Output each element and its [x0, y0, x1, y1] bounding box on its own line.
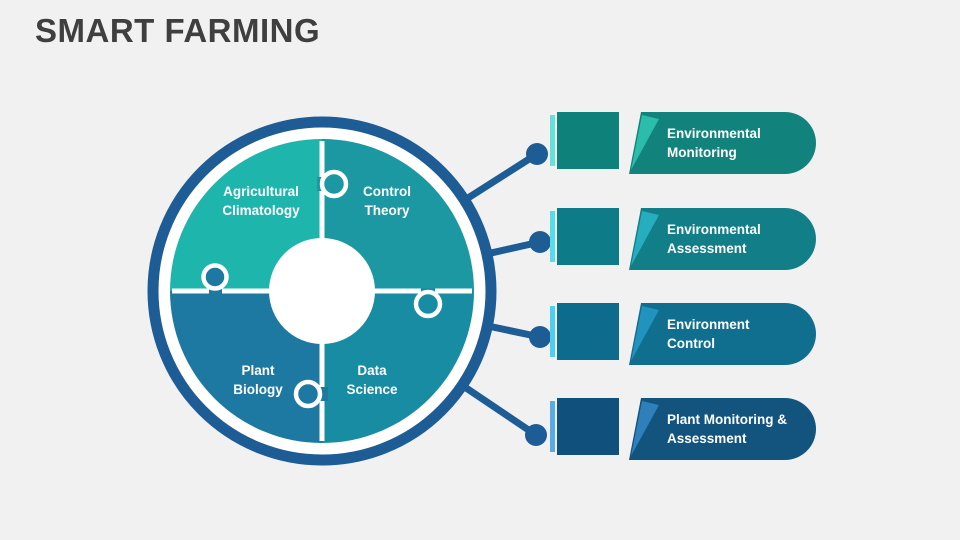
connector-dot	[529, 231, 551, 253]
puzzle-piece-agricultural-climatology[interactable]	[170, 139, 322, 291]
puzzle-piece-control-theory[interactable]	[322, 139, 474, 291]
banner-fold-accent	[631, 115, 659, 170]
banner-environment-control[interactable]	[550, 303, 816, 365]
banner-fold-accent	[631, 401, 659, 456]
banner-body	[629, 208, 816, 270]
center-hole	[269, 238, 375, 344]
banner-environmental-monitoring[interactable]	[550, 112, 816, 174]
connector-dot	[525, 424, 547, 446]
quadrant-label-agricultural-climatology[interactable]: Agricultural Climatology	[222, 184, 300, 218]
banner-label-environmental-assessment[interactable]: Environmental Assessment	[667, 222, 761, 256]
puzzle-knob-top	[317, 169, 349, 199]
slide-title[interactable]: SMART FARMING	[35, 12, 321, 49]
puzzle-knob-bottom	[293, 379, 328, 409]
banner-stripe	[550, 211, 555, 262]
banner-block	[557, 208, 619, 265]
banner-label-plant-monitoring-assessment[interactable]: Plant Monitoring & Assessment	[667, 412, 787, 446]
puzzle-knob-left	[201, 263, 229, 295]
puzzle-knob-right	[413, 288, 443, 319]
puzzle-piece-data-science[interactable]	[322, 291, 474, 443]
quadrant-label-control-theory[interactable]: Control Theory	[363, 184, 411, 218]
banner-block	[557, 398, 619, 455]
banner-fold-accent	[631, 211, 659, 266]
banner-block	[557, 112, 619, 169]
banner-stripe	[550, 401, 555, 452]
connector-dot	[526, 143, 548, 165]
banner-environmental-assessment[interactable]	[550, 208, 816, 270]
banner-body	[629, 398, 816, 460]
quadrant-label-data-science[interactable]: Data Science	[346, 363, 398, 397]
banner-block	[557, 303, 619, 360]
banner-body	[629, 303, 816, 365]
banner-stripe	[550, 306, 555, 357]
banner-plant-monitoring-assessment[interactable]	[550, 398, 816, 460]
banner-label-environmental-monitoring[interactable]: Environmental Monitoring	[667, 126, 761, 160]
quadrant-label-plant-biology[interactable]: Plant Biology	[233, 363, 283, 397]
banner-fold-accent	[631, 306, 659, 361]
banner-label-environment-control[interactable]: Environment Control	[667, 317, 750, 351]
puzzle-wheel	[170, 139, 474, 443]
banner-body	[629, 112, 816, 174]
connector-dot	[529, 326, 551, 348]
banner-stripe	[550, 115, 555, 166]
puzzle-piece-plant-biology[interactable]	[170, 291, 322, 443]
